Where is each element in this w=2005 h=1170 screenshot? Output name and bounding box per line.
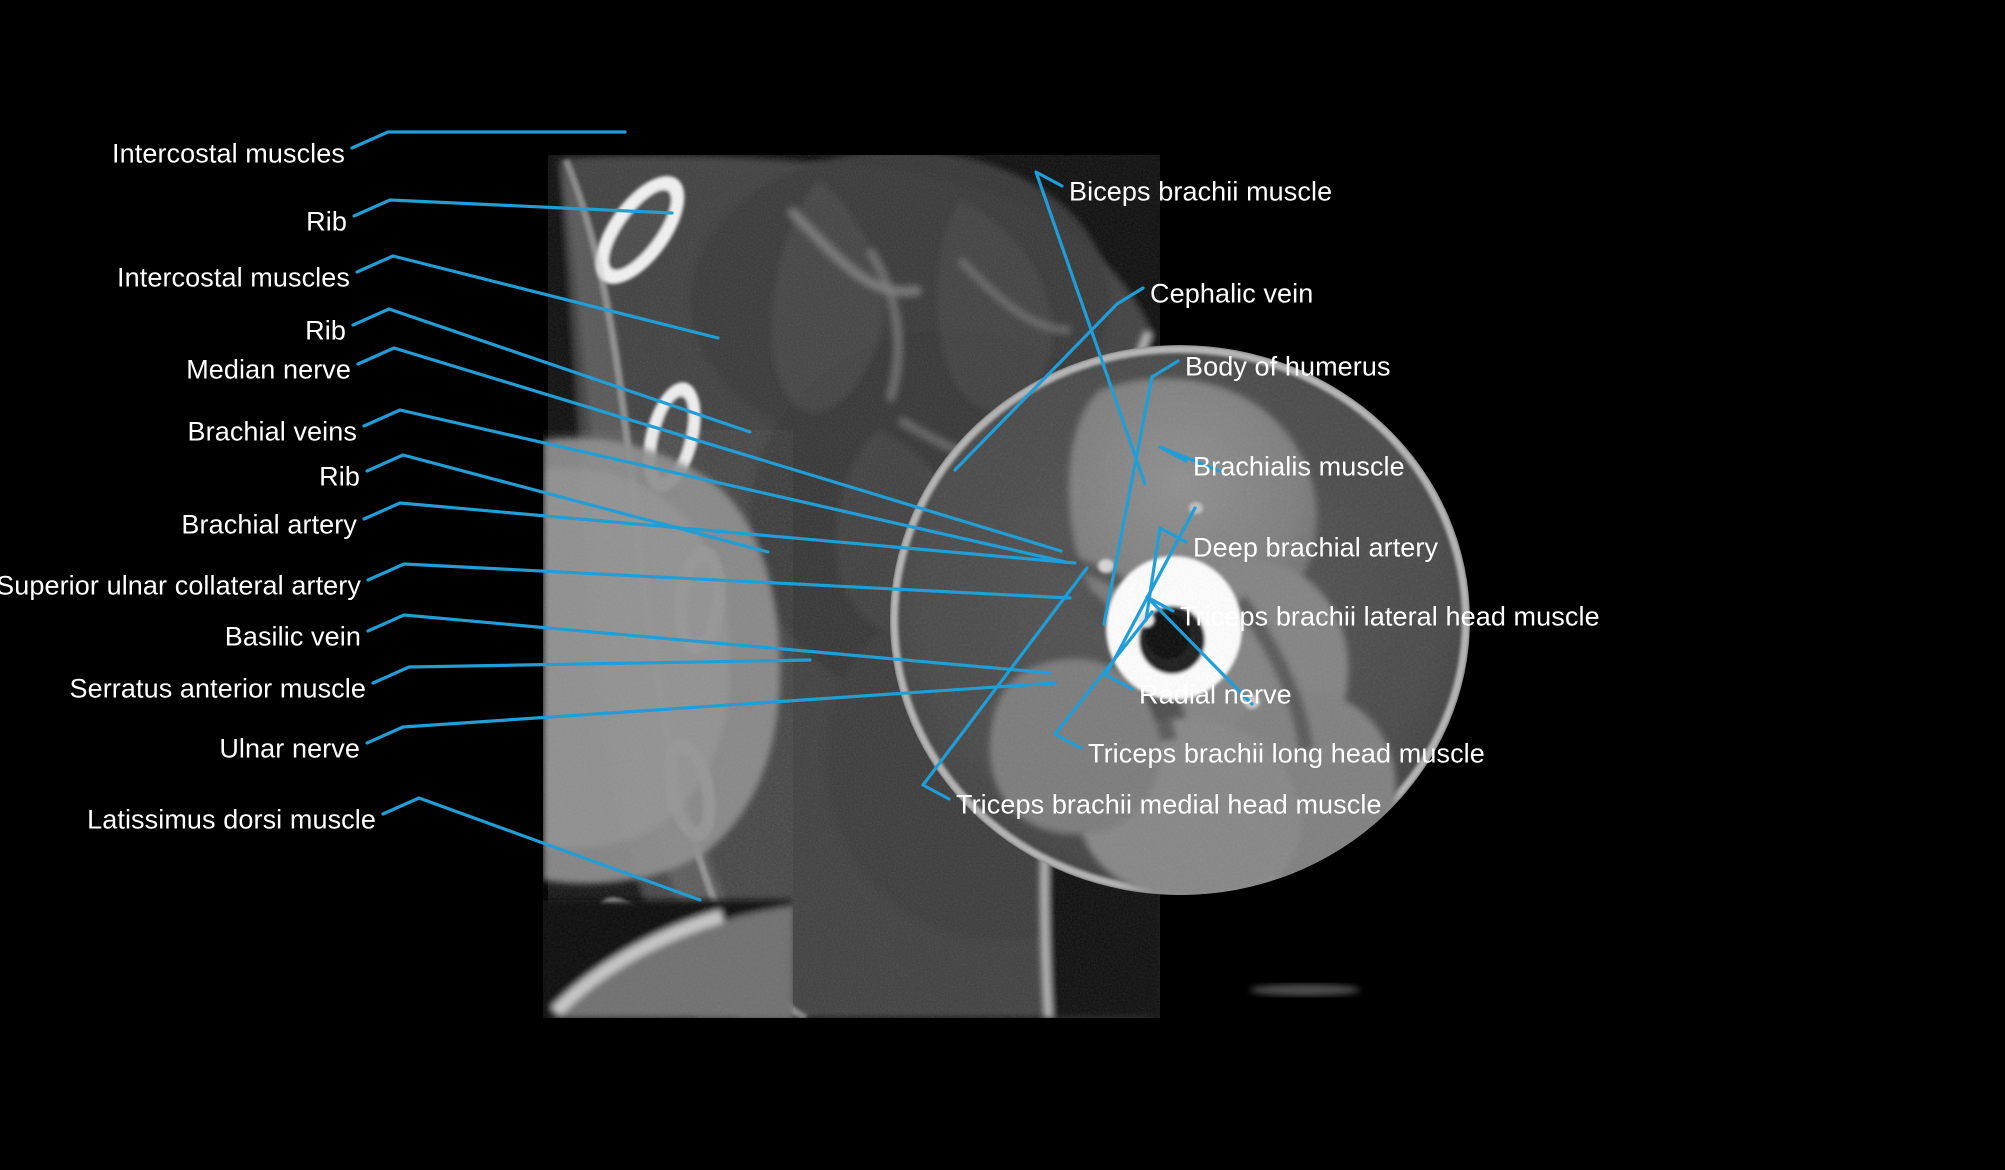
label-brachial-veins: Brachial veins [187, 416, 357, 447]
leader-line-ulnar-nerve [365, 681, 1057, 745]
leader-line-rib-3 [365, 453, 770, 554]
label-triceps-brachii-lateral-head-muscle: Triceps brachii lateral head muscle [1180, 601, 1600, 632]
label-intercostal-muscles-2: Intercostal muscles [117, 262, 350, 293]
leader-line-intercostal-muscles-2 [355, 254, 720, 340]
label-serratus-anterior-muscle: Serratus anterior muscle [69, 673, 366, 704]
leader-line-intercostal-muscles-1 [350, 130, 627, 150]
label-intercostal-muscles-1: Intercostal muscles [112, 138, 345, 169]
leader-line-body-of-humerus [1102, 359, 1180, 626]
label-basilic-vein: Basilic vein [224, 621, 361, 652]
leader-line-brachial-artery [362, 501, 1077, 565]
label-radial-nerve: Radial nerve [1139, 679, 1292, 710]
leader-line-triceps-brachii-long-head-muscle [1053, 610, 1154, 750]
label-deep-brachial-artery: Deep brachial artery [1193, 532, 1439, 563]
leader-line-triceps-brachii-medial-head-muscle [921, 566, 1089, 801]
leader-line-brachial-veins [362, 408, 1068, 564]
leader-line-radial-nerve [1104, 506, 1197, 691]
label-superior-ulnar-collateral-artery: Superior ulnar collateral artery [0, 570, 361, 601]
label-triceps-brachii-long-head-muscle: Triceps brachii long head muscle [1088, 738, 1485, 769]
leader-line-basilic-vein [366, 613, 1052, 675]
label-biceps-brachii-muscle: Biceps brachii muscle [1069, 176, 1333, 207]
label-rib-2: Rib [305, 315, 346, 346]
label-latissimus-dorsi-muscle: Latissimus dorsi muscle [87, 804, 376, 835]
arm-ct-slice [890, 345, 1470, 996]
leader-line-brachialis-muscle [1158, 445, 1224, 474]
scanner-table-artifact [1250, 984, 1360, 996]
leader-line-rib-2 [351, 307, 752, 434]
thorax-subframe-region [543, 430, 793, 1018]
leader-line-superior-ulnar-collateral-artery [366, 562, 1072, 600]
leader-line-serratus-anterior-muscle [371, 658, 812, 685]
label-brachial-artery: Brachial artery [181, 509, 357, 540]
label-ulnar-nerve: Ulnar nerve [219, 733, 360, 764]
label-median-nerve: Median nerve [186, 354, 351, 385]
label-rib-1: Rib [306, 206, 347, 237]
label-rib-3: Rib [319, 461, 360, 492]
leader-line-biceps-brachii-muscle [1034, 170, 1147, 486]
label-brachialis-muscle: Brachialis muscle [1193, 451, 1405, 482]
label-triceps-brachii-medial-head-muscle: Triceps brachii medial head muscle [956, 789, 1382, 820]
leader-line-latissimus-dorsi-muscle [381, 796, 702, 902]
label-cephalic-vein: Cephalic vein [1150, 278, 1314, 309]
leader-line-cephalic-vein [953, 286, 1145, 472]
leader-line-rib-1 [352, 198, 674, 218]
leader-line-median-nerve [356, 346, 1063, 553]
label-body-of-humerus: Body of humerus [1185, 351, 1391, 382]
